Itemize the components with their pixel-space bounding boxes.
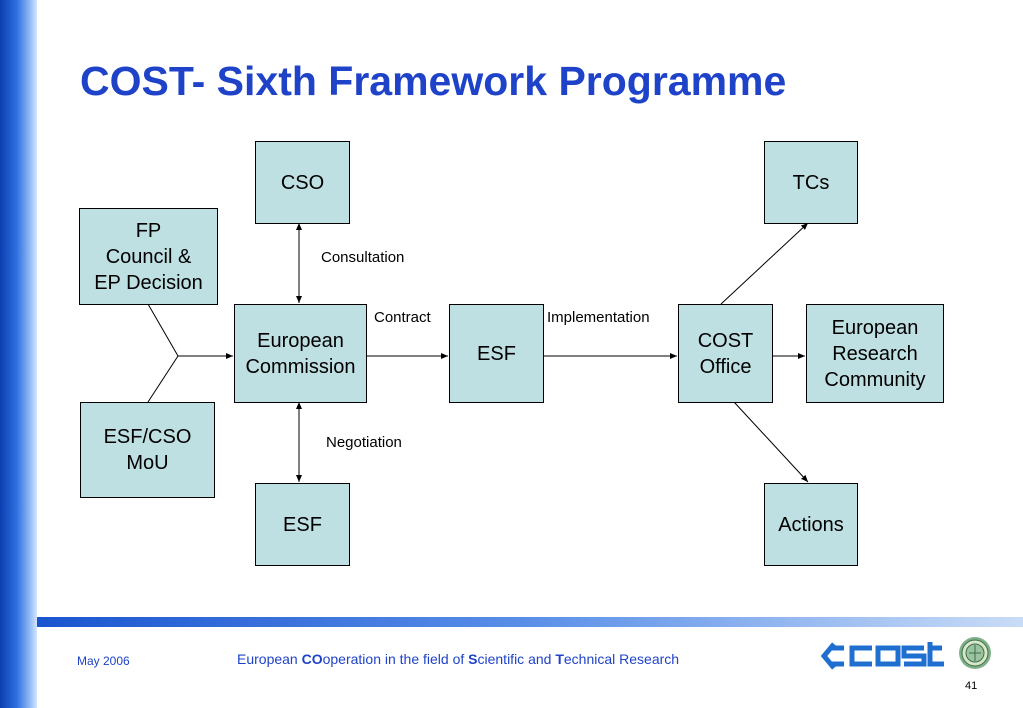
tagline-part-bold: S bbox=[468, 651, 478, 667]
left-accent-bar bbox=[0, 0, 37, 708]
box-ec-line2: Commission bbox=[245, 355, 356, 378]
tagline-part: echnical Research bbox=[563, 651, 680, 667]
tagline-part-bold: T bbox=[555, 651, 564, 667]
footer-divider bbox=[37, 617, 1023, 627]
box-esf-cso-mou: ESF/CSO MoU bbox=[80, 402, 215, 498]
arrow-cost-to-tcs bbox=[720, 222, 809, 305]
footer-tagline: European COoperation in the field of Sci… bbox=[237, 651, 679, 667]
box-esf-middle: ESF bbox=[449, 304, 544, 403]
box-european-commission: European Commission bbox=[234, 304, 367, 403]
box-cso-label: CSO bbox=[280, 171, 325, 194]
box-mou-line1: ESF/CSO bbox=[103, 426, 192, 448]
box-fp-decision: FP Council & EP Decision bbox=[79, 208, 218, 305]
connector-fp-merge bbox=[147, 303, 179, 357]
box-actions: Actions bbox=[764, 483, 858, 566]
label-consultation: Consultation bbox=[321, 249, 405, 266]
box-esf-middle-label: ESF bbox=[477, 342, 516, 365]
label-implementation: Implementation bbox=[547, 309, 650, 326]
box-fp-line2: Council & bbox=[105, 245, 192, 268]
box-european-research-community: European Research Community bbox=[806, 304, 944, 403]
tagline-part: European bbox=[237, 651, 302, 667]
arrow-cost-to-actions bbox=[733, 401, 809, 483]
box-fp-line3: EP Decision bbox=[94, 271, 203, 294]
box-erc-line2: Research bbox=[832, 342, 918, 365]
connector-mou-merge bbox=[147, 355, 179, 403]
box-cost-line2: Office bbox=[699, 355, 752, 378]
box-erc-line1: European bbox=[831, 316, 919, 339]
box-tcs: TCs bbox=[764, 141, 858, 224]
page-title: COST- Sixth Framework Programme bbox=[80, 58, 787, 104]
box-erc-line3: Community bbox=[824, 368, 926, 391]
box-cso: CSO bbox=[255, 141, 350, 224]
box-fp-line1: FP bbox=[135, 219, 162, 242]
box-cost-line1: COST bbox=[697, 329, 754, 352]
cost-logo bbox=[820, 642, 944, 670]
box-esf-bottom-label: ESF bbox=[283, 513, 322, 536]
box-ec-line1: European bbox=[257, 329, 344, 352]
box-cost-office: COST Office bbox=[678, 304, 773, 403]
label-negotiation: Negotiation bbox=[326, 434, 402, 451]
footer-date: May 2006 bbox=[77, 654, 130, 668]
emblem-seal-icon bbox=[959, 637, 991, 669]
box-actions-label: Actions bbox=[778, 513, 844, 536]
tagline-part: cientific and bbox=[477, 651, 556, 667]
label-contract: Contract bbox=[374, 309, 431, 326]
tagline-part: operation in the field of bbox=[322, 651, 469, 667]
box-esf-bottom: ESF bbox=[255, 483, 350, 566]
tagline-part-bold: CO bbox=[301, 651, 323, 667]
page-number: 41 bbox=[965, 680, 978, 692]
box-tcs-label: TCs bbox=[792, 171, 830, 194]
box-mou-line2: MoU bbox=[126, 452, 169, 474]
